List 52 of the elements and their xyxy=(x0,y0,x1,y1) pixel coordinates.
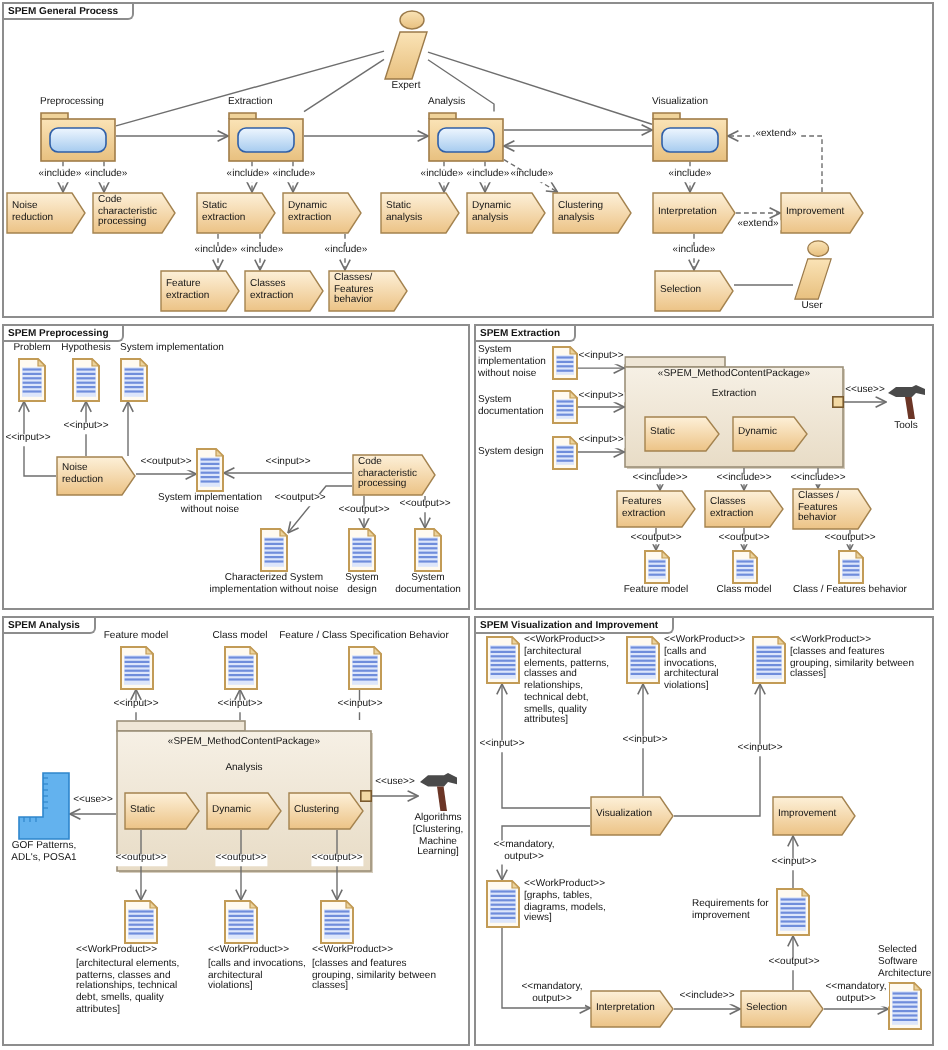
dashed-arrow xyxy=(479,160,491,193)
connector-line xyxy=(303,58,385,113)
dashed-arrow xyxy=(254,233,266,271)
connector-line xyxy=(115,50,385,127)
connector-arrow xyxy=(135,468,197,480)
dashed-arrow xyxy=(57,160,69,193)
connector-arrow xyxy=(69,808,117,820)
connector-arrow xyxy=(577,446,625,458)
connector-arrow xyxy=(130,688,142,721)
connector-line xyxy=(427,51,653,125)
connector-arrow xyxy=(371,790,419,802)
connector-line xyxy=(427,59,495,113)
dashed-arrow xyxy=(735,207,781,219)
connector-arrow xyxy=(496,683,591,809)
connector-arrow xyxy=(503,140,653,152)
connector-line xyxy=(733,284,794,286)
connector-arrow xyxy=(303,130,429,142)
dashed-arrow xyxy=(688,233,700,271)
connector-arrow xyxy=(503,124,653,136)
frame-panel xyxy=(2,2,934,318)
package-frame xyxy=(624,356,844,468)
connector-arrow xyxy=(122,400,134,457)
connector-arrow xyxy=(577,401,625,413)
connector-line xyxy=(358,688,361,721)
connector-arrow xyxy=(823,1003,889,1015)
dashed-arrow xyxy=(98,160,110,193)
dashed-arrow xyxy=(438,160,450,193)
connector-arrow xyxy=(637,683,649,797)
connector-arrow xyxy=(80,400,92,457)
dashed-arrow xyxy=(727,130,823,193)
frame-panel xyxy=(474,324,934,610)
frame-panel xyxy=(2,324,470,610)
frame-panel xyxy=(474,616,934,1046)
dashed-arrow xyxy=(503,158,559,193)
frame-panel xyxy=(2,616,470,1046)
dashed-arrow xyxy=(339,233,351,271)
connector-arrow xyxy=(115,130,229,142)
connector-arrow xyxy=(787,835,799,889)
dashed-arrow xyxy=(246,160,258,193)
connector-arrow xyxy=(18,400,57,477)
connector-arrow xyxy=(577,362,625,375)
connector-arrow xyxy=(234,688,246,721)
dashed-arrow xyxy=(684,160,696,193)
connector-arrow xyxy=(501,927,591,1014)
connector-arrow xyxy=(287,485,353,534)
dashed-arrow xyxy=(212,233,224,271)
connector-arrow xyxy=(843,396,887,408)
package-frame xyxy=(116,720,372,872)
connector-arrow xyxy=(673,1003,741,1015)
connector-arrow xyxy=(223,467,353,479)
connector-arrow xyxy=(673,683,766,817)
dashed-arrow xyxy=(287,160,299,193)
